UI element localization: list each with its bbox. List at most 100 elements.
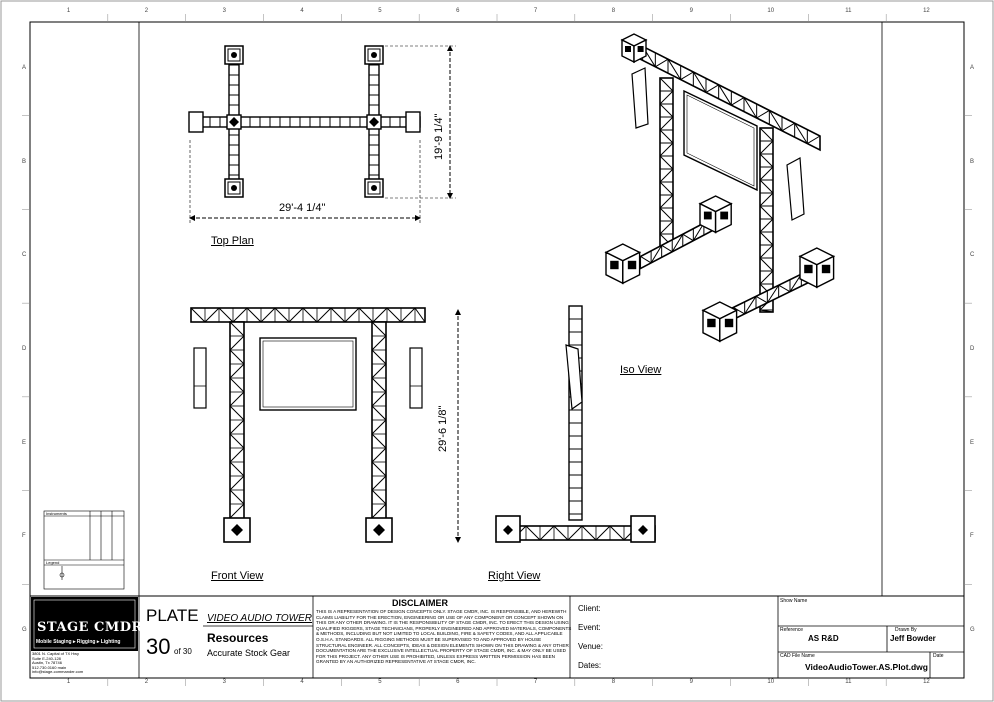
title-block-lines [138, 596, 964, 678]
company-logo [31, 597, 138, 651]
front-view-height-dimension: 29'-6 1/8" [437, 405, 449, 452]
grid-column-label: 6 [456, 8, 460, 14]
grid-column-label: 12 [923, 8, 930, 14]
grid-column-label: 8 [611, 8, 616, 14]
top-plan-label: Top Plan [211, 235, 254, 247]
reference-label: Reference [780, 627, 804, 633]
grid-column-label: 4 [300, 679, 304, 685]
company-address-line: info@stage-commander.com [32, 669, 84, 675]
project-field-label: Event: [578, 623, 601, 632]
grid-ticks [22, 14, 972, 686]
disclaimer-title: DISCLAIMER [392, 598, 448, 608]
iso-video-screen-inner [686, 94, 755, 187]
company-address-line: 512.730.0160 main [32, 664, 67, 670]
truss-segment [189, 116, 421, 128]
plate-subtitle: Accurate Stock Gear [207, 648, 291, 658]
truss-lacing [190, 307, 426, 323]
iso-base-pin [821, 264, 831, 274]
grid-column-label: 7 [533, 8, 538, 14]
grid-row-label: E [970, 439, 975, 446]
cad-file-label: CAD File Name [780, 653, 815, 659]
grid-column-label: 6 [456, 679, 460, 685]
grid-row-label: F [22, 533, 26, 540]
front-view-drawing [190, 307, 461, 543]
base-block-pin [231, 52, 237, 58]
grid-column-label: 3 [222, 679, 226, 685]
base-block-pin [231, 185, 237, 191]
project-field-label: Client: [578, 604, 601, 613]
grid-column-label: 9 [689, 679, 693, 685]
grid-row-label: D [22, 346, 27, 352]
cad-file-value: VideoAudioTower.AS.Plot.dwg [805, 662, 928, 672]
speaker-cabinet-side [565, 344, 583, 411]
plate-number: 30 [146, 634, 171, 659]
iso-base-pin [703, 211, 712, 220]
date-label: Date [933, 653, 944, 659]
base-block-diamond [231, 524, 243, 536]
instruments-box [43, 510, 125, 590]
junction-diamond [229, 117, 239, 127]
grid-row-label: A [970, 64, 975, 71]
grid-row-label: F [970, 533, 974, 540]
plate-word: PLATE [146, 606, 199, 625]
grid-column-label: 1 [66, 679, 71, 685]
right-view-drawing [495, 305, 656, 543]
iso-video-screen [683, 89, 758, 192]
iso-truss-lacing [659, 77, 674, 251]
iso-view-label: Iso View [620, 364, 662, 376]
grid-column-label: 10 [767, 679, 775, 685]
legend-title: Legend [46, 560, 60, 565]
iso-speaker [786, 157, 805, 221]
grid-row-label: B [22, 158, 27, 165]
junction-diamond [369, 117, 379, 127]
grid-row-label: C [970, 252, 975, 259]
grid-column-label: 12 [923, 679, 930, 685]
grid-column-label: 3 [222, 8, 226, 14]
grid-column-label: 10 [767, 8, 775, 14]
iso-base-pin [610, 260, 619, 270]
disclaimer-body: THIS IS A REPRESENTATION OF DESIGN CONCE… [316, 609, 572, 665]
truss-lacing [229, 321, 245, 521]
base-block-diamond [503, 525, 513, 535]
show-name-label: Show Name [780, 598, 808, 604]
iso-base-pin [724, 318, 734, 328]
iso-base-pin [625, 46, 631, 52]
grid-column-label: 2 [144, 679, 149, 685]
grid-column-label: 4 [300, 8, 304, 14]
project-field-label: Venue: [578, 642, 603, 651]
company-address-line: Suite E-240-128 [32, 655, 61, 661]
company-address-line: 3801 N. Capital of TX Hwy [32, 651, 80, 656]
plate-project: VIDEO AUDIO TOWER [207, 613, 313, 624]
grid-row-label: G [970, 627, 975, 634]
grid-column-label: 9 [689, 8, 693, 14]
reference-value: AS R&D [808, 634, 839, 643]
video-screen [259, 337, 357, 411]
company-address-line: Austin, Tx 78746 [32, 660, 62, 666]
grid-row-label: A [22, 64, 27, 71]
iso-base-pin [707, 318, 716, 328]
base-block-inner [367, 181, 381, 195]
iso-view-drawing [604, 33, 836, 343]
top-plan-width-dimension: 29'-4 1/4" [279, 202, 326, 214]
base-block-pin [371, 185, 377, 191]
end-cap [405, 111, 421, 133]
grid-row-label: E [22, 439, 27, 446]
instruments-title: Instruments [46, 511, 67, 516]
base-block-inner [227, 48, 241, 62]
drawn-by-value: Jeff Bowder [890, 634, 936, 643]
iso-base-pin [720, 211, 729, 220]
top-plan-drawing [188, 45, 456, 224]
company-name: STAGE CMDR [37, 620, 143, 635]
grid-column-label: 1 [66, 8, 71, 14]
grid-row-label: B [970, 158, 975, 165]
company-tagline: Mobile Staging ▸ Rigging ▸ Lighting [36, 639, 121, 645]
base-block-pin [371, 52, 377, 58]
project-field-label: Dates: [578, 661, 602, 670]
end-cap [188, 111, 204, 133]
speaker-cabinet [193, 347, 207, 409]
drawn-by-label: Drawn By [895, 627, 917, 633]
top-plan-depth-dimension: 19'-9 1/4" [433, 113, 445, 160]
